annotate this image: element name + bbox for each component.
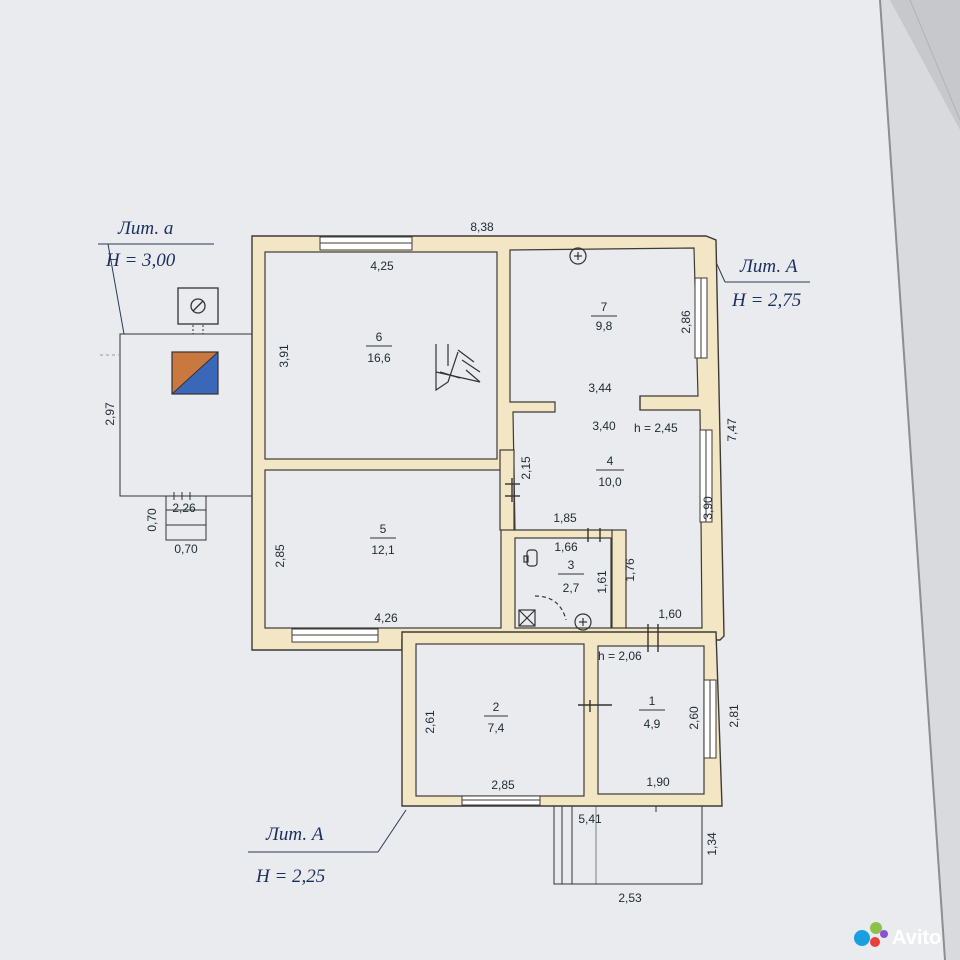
room-6-number: 6: [376, 330, 383, 344]
stove-icon: [569, 247, 587, 265]
dim-porch-190: 1,90: [646, 775, 670, 789]
room-3-area: 2,7: [563, 581, 580, 595]
lit-labels: Лит. а H = 3,00 Лит. А H = 2,75 Лит. А H…: [105, 218, 801, 887]
lit-A-right-label: Лит. А: [739, 256, 798, 277]
room-1-number: 1: [649, 694, 656, 708]
fixtures: [435, 247, 641, 631]
doors: [505, 478, 659, 712]
dim-porch-134: 1,34: [705, 832, 719, 856]
room-1-area: 4,9: [644, 717, 661, 731]
room-6: [264, 251, 498, 460]
room-7-number: 7: [601, 300, 608, 314]
dim-r1-281: 2,81: [727, 704, 741, 728]
height-room-1: h = 2,06: [598, 649, 642, 663]
dim-r3-161: 1,61: [595, 570, 609, 594]
dim-r7-right: 2,86: [679, 310, 693, 334]
dim-step-070-h: 0,70: [174, 542, 198, 556]
dim-r3-176: 1,76: [623, 558, 637, 582]
steps: [165, 495, 207, 541]
vertical-dimension-labels: 3,91 2,86 7,47 2,15 3,90 1,61 1,76 2,85 …: [103, 310, 741, 856]
avito-text: Avito: [892, 927, 941, 949]
dim-r4-right: 3,90: [701, 496, 715, 520]
room-4-number: 4: [607, 454, 614, 468]
room-3-number: 3: [568, 558, 575, 572]
dim-top-total: 8,38: [470, 220, 494, 234]
stair-icon: [435, 344, 481, 392]
dim-porch-253: 2,53: [618, 891, 642, 905]
lit-A-right-height: H = 2,75: [731, 290, 801, 311]
inner-walls: [499, 449, 627, 629]
room-2: [415, 643, 585, 797]
avito-watermark: Avito: [854, 922, 941, 949]
dim-r3-166: 1,66: [554, 540, 578, 554]
room-1: [597, 645, 705, 795]
dim-porch-541: 5,41: [578, 812, 602, 826]
lit-a-small-label: Лит. а: [117, 218, 173, 239]
annex-lit-a: [100, 287, 255, 541]
room-interiors: [264, 247, 705, 797]
lit-A-bottom-label: Лит. А: [265, 824, 324, 845]
room-5-area: 12,1: [371, 543, 395, 557]
dim-corr-344: 3,44: [588, 381, 612, 395]
height-room-4: h = 2,45: [634, 421, 678, 435]
room-2-number: 2: [493, 700, 500, 714]
dim-corr-340: 3,40: [592, 419, 616, 433]
dim-right-total: 7,47: [725, 418, 739, 442]
dim-corr-215: 2,15: [519, 456, 533, 480]
boiler-box: [177, 287, 219, 325]
dim-lit-a-226: 2,26: [172, 501, 196, 515]
dim-r5-bottom: 4,26: [374, 611, 398, 625]
boiler-icon: [190, 298, 206, 314]
lit-A-bottom-height: H = 2,25: [255, 866, 325, 887]
room-7-area: 9,8: [596, 319, 613, 333]
avito-logo-icon: [854, 930, 870, 946]
dimension-labels: 8,38 4,25 3,44 3,40 1,85 1,66 4,26 1,60 …: [172, 220, 682, 905]
lit-a-small-height: H = 3,00: [105, 250, 176, 271]
room-4-area: 10,0: [598, 475, 622, 489]
dim-r5-left: 2,85: [273, 544, 287, 568]
room-labels: 6 16,6 7 9,8 4 10,0 5 12,1 3 2,7 2 7,4 1…: [366, 300, 665, 735]
dim-r3-185: 1,85: [553, 511, 577, 525]
dim-r6-top: 4,25: [370, 259, 394, 273]
dim-r1-160: 1,60: [658, 607, 682, 621]
toilet-icon: [523, 549, 538, 567]
room-6-area: 16,6: [367, 351, 391, 365]
windows: [291, 236, 717, 806]
room-5-number: 5: [380, 522, 387, 536]
sheet-edge: [879, 0, 946, 960]
shower-icon: [518, 609, 536, 627]
back-sheet-edge: [909, 0, 960, 121]
room-2-area: 7,4: [488, 721, 505, 735]
dim-r6-left: 3,91: [277, 344, 291, 368]
dim-lit-a-297: 2,97: [103, 402, 117, 426]
dim-r2-left: 2,61: [423, 710, 437, 734]
dim-step-070-v: 0,70: [145, 508, 159, 532]
leader-lines: [98, 239, 810, 853]
room-5: [264, 469, 502, 629]
dim-r2-bottom: 2,85: [491, 778, 515, 792]
boiler-icon-2: [574, 613, 592, 631]
dim-r1-260: 2,60: [687, 706, 701, 730]
